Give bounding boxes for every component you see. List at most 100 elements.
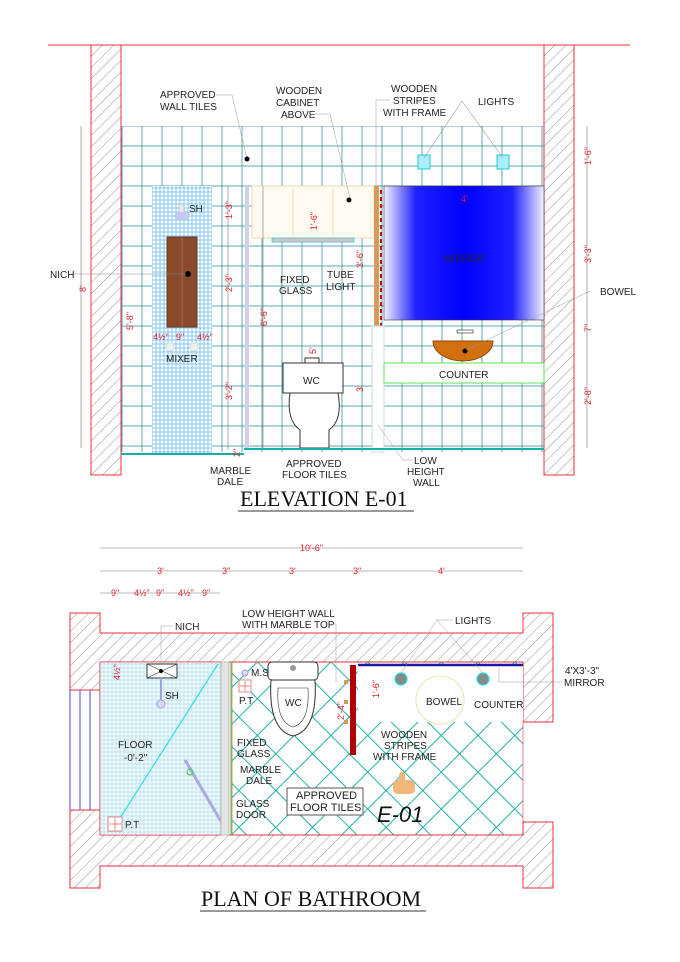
svg-text:P.T: P.T: [239, 696, 253, 707]
svg-text:GLASS: GLASS: [236, 799, 270, 810]
svg-text:LIGHT: LIGHT: [326, 282, 355, 293]
svg-text:2'-3": 2'-3": [224, 274, 234, 292]
svg-text:10'-6": 10'-6": [300, 543, 323, 553]
svg-text:WALL: WALL: [413, 478, 440, 489]
svg-text:4': 4': [438, 566, 445, 576]
svg-text:WITH FRAME: WITH FRAME: [373, 752, 437, 763]
svg-text:DALE: DALE: [217, 477, 243, 488]
svg-text:1'-3": 1'-3": [224, 201, 234, 219]
label-mixer: MIXER: [166, 354, 198, 365]
light-icon: [476, 672, 490, 686]
door-handle-icon: [186, 768, 194, 776]
svg-text:MIRROR: MIRROR: [564, 678, 605, 689]
svg-text:FIXED: FIXED: [280, 275, 309, 286]
svg-text:LIGHTS: LIGHTS: [478, 97, 514, 108]
fixed-glass: [245, 186, 249, 448]
svg-text:4½": 4½": [153, 332, 169, 342]
svg-text:MARBLE: MARBLE: [210, 466, 251, 477]
svg-text:7": 7": [583, 324, 593, 332]
light-fixture-icon: [496, 154, 510, 170]
elevation-title: ELEVATION E-01: [240, 486, 408, 511]
svg-text:1'-6": 1'-6": [371, 680, 381, 698]
light-icon: [394, 672, 408, 686]
svg-text:6'-6": 6'-6": [259, 308, 269, 326]
marble-dale-strip: [220, 661, 230, 836]
svg-text:LIGHTS: LIGHTS: [455, 616, 491, 627]
svg-text:9": 9": [202, 588, 210, 598]
label-nich: NICH: [50, 270, 74, 281]
svg-text:1'-6": 1'-6": [583, 147, 593, 165]
svg-text:3'-6": 3'-6": [355, 250, 365, 268]
svg-text:9": 9": [156, 588, 164, 598]
shower-head-icon: [174, 203, 190, 220]
svg-text:2'-8": 2'-8": [583, 387, 593, 405]
svg-text:3'-3": 3'-3": [583, 245, 593, 263]
svg-text:4½": 4½": [178, 588, 194, 598]
left-wall: [90, 44, 122, 476]
approved-floor-tiles-box: [286, 787, 364, 816]
svg-text:4½": 4½": [197, 332, 213, 342]
svg-text:WC: WC: [285, 698, 302, 709]
svg-text:TUBE: TUBE: [327, 270, 354, 281]
elevation-e01: SH NICH MIXER 4½" 9" 4½" FIXED GLASS TUB…: [48, 44, 637, 512]
hand-pointer-icon: [393, 772, 415, 794]
plan-wooden-stripes: [350, 665, 356, 755]
svg-text:BOWEL: BOWEL: [426, 697, 463, 708]
svg-text:NICH: NICH: [175, 622, 199, 633]
svg-text:COUNTER: COUNTER: [439, 370, 488, 381]
svg-text:WOODEN: WOODEN: [276, 86, 322, 97]
svg-text:3': 3': [157, 566, 164, 576]
drain-icon: [238, 679, 252, 693]
svg-text:GLASS: GLASS: [279, 286, 313, 297]
plan-of-bathroom: 10'-6" 3' 3" 3' 3" 4' 9" 4½" 9" 4½" 9" N…: [69, 543, 605, 912]
svg-text:5'-8": 5'-8": [125, 312, 135, 330]
svg-text:M.S: M.S: [251, 668, 269, 679]
plan-title: PLAN OF BATHROOM: [201, 886, 421, 911]
svg-text:FLOOR TILES: FLOOR TILES: [282, 470, 347, 481]
svg-text:LOW: LOW: [414, 456, 437, 467]
svg-text:WALL TILES: WALL TILES: [160, 102, 217, 113]
svg-text:2": 2": [232, 449, 242, 457]
svg-text:9": 9": [111, 588, 119, 598]
svg-text:BOWEL: BOWEL: [600, 287, 637, 298]
plan-counter: [358, 664, 523, 722]
svg-text:HEIGHT: HEIGHT: [407, 467, 445, 478]
right-wall: [543, 44, 575, 476]
svg-text:5': 5': [308, 347, 318, 354]
svg-text:4½": 4½": [134, 588, 150, 598]
svg-text:3'-2": 3'-2": [224, 382, 234, 400]
svg-text:GLASS: GLASS: [237, 749, 271, 760]
wc-plan: [267, 661, 319, 737]
svg-text:8': 8': [78, 285, 88, 292]
svg-text:WOODEN: WOODEN: [381, 730, 427, 741]
svg-text:MARBLE: MARBLE: [240, 765, 281, 776]
elevation-marker: E-01: [377, 802, 423, 827]
svg-text:LOW HEIGHT WALL: LOW HEIGHT WALL: [242, 609, 335, 620]
wc-elevation: [282, 357, 344, 449]
svg-text:WITH FRAME: WITH FRAME: [383, 108, 447, 119]
svg-text:FLOOR TILES: FLOOR TILES: [290, 802, 361, 814]
svg-text:ABOVE: ABOVE: [281, 110, 316, 121]
counter: [383, 362, 545, 384]
svg-text:SH: SH: [165, 691, 179, 702]
svg-text:FLOOR: FLOOR: [118, 740, 152, 751]
svg-text:-0'-2": -0'-2": [124, 753, 148, 764]
svg-text:APPROVED: APPROVED: [286, 459, 342, 470]
svg-text:4½": 4½": [112, 664, 122, 680]
svg-text:WC: WC: [303, 376, 320, 387]
light-fixture-icon: [417, 154, 431, 170]
svg-text:MIRROR: MIRROR: [444, 254, 485, 265]
svg-text:2'-4": 2'-4": [336, 702, 346, 720]
svg-text:DOOR: DOOR: [236, 810, 266, 821]
wooden-stripes: [374, 186, 379, 326]
svg-text:COUNTER: COUNTER: [474, 700, 523, 711]
svg-text:FIXED: FIXED: [237, 738, 266, 749]
svg-text:WITH MARBLE TOP: WITH MARBLE TOP: [242, 620, 335, 631]
mixer-icon: [241, 669, 249, 677]
svg-text:4'X3'-3": 4'X3'-3": [565, 666, 600, 677]
plan-bowel: [415, 675, 465, 725]
svg-text:4': 4': [461, 194, 468, 204]
glass-door: [183, 759, 228, 831]
label-sh: SH: [189, 204, 203, 215]
